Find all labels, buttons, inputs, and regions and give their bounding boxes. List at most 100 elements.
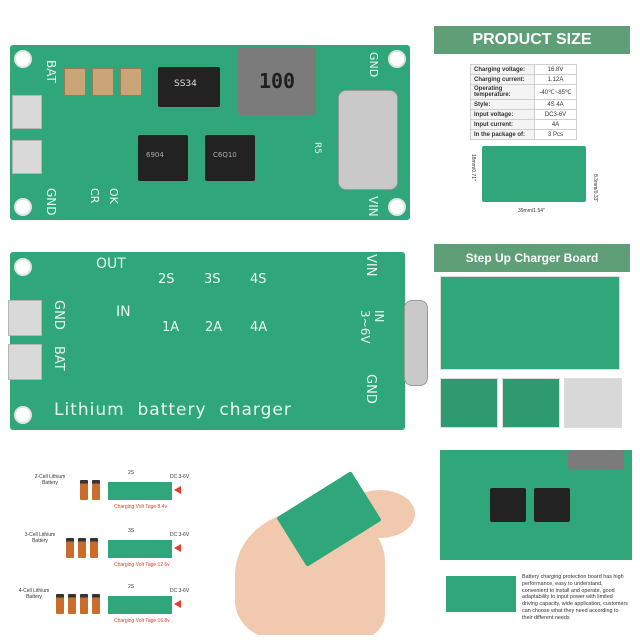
arrow-icon [174,544,181,552]
wiring-row: 4-Cell Lithium Battery 2S DC 3-6V Chargi… [10,574,210,624]
spec-key: Style: [470,99,535,110]
closeup-chip [534,488,570,522]
gnd-left-label: GND [51,300,66,330]
spec-value: -40℃~85℃ [534,84,577,100]
bat-label: BAT [44,60,58,83]
spec-row: Input voltage:DC3-6V [470,109,577,120]
ic-marking: 6904 [146,151,164,159]
in-label: IN [116,304,131,320]
dim-height: 18mm/0.71" [470,154,476,181]
closeup-panel: Battery charging protection board has hi… [438,448,634,634]
voltage-label: Charging Volt Tage 8.4v [114,504,168,510]
wiring-row: 3-Cell Lithium Battery 3S DC 3-6V Chargi… [10,518,210,568]
bat-left-label: BAT [51,346,66,371]
dim-thickness: 8.3mm/0.33" [592,174,598,203]
top-board-photo: BAT GND SS34 100 6904 C6Q10 OK CR R5 VIN… [0,0,430,235]
arrow-icon [174,486,181,494]
battery-icon [68,594,76,614]
cell-label: 2-Cell Lithium Battery [34,474,66,486]
dc-label: DC 3-6V [170,474,190,480]
battery-icon [90,538,98,558]
bat-pad [8,344,42,380]
step-up-title: Step Up Charger Board [434,244,630,272]
wiring-board-image [108,482,172,500]
in-range-label: IN 3~6V [358,310,386,344]
battery-icon [56,594,64,614]
closeup-chip [490,488,526,522]
spec-row: Charging current:1.12A [470,74,577,85]
vin-label: VIN [366,196,380,217]
mode-label: 2S [128,584,135,590]
inductor-marking: 100 [258,69,296,93]
diode-chip: SS34 [158,67,220,107]
dc-label: DC 3-6V [170,532,190,538]
usb-c-port [404,300,428,386]
cell-label: 3-Cell Lithium Battery [24,532,56,544]
step-up-panel: Step Up Charger Board [432,242,632,438]
spec-value: 4S 4A [534,99,577,110]
battery-icon [80,594,88,614]
mount-hole [14,198,32,216]
spec-key: Operating temperature: [470,84,535,100]
closeup-small-board [446,576,516,612]
1a-label: 1A [162,320,180,335]
capacitor [64,68,86,96]
3s-label: 3S [204,272,221,287]
spec-row: Style:4S 4A [470,99,577,110]
ic-marking: C6Q10 [213,151,237,159]
mount-hole [14,258,32,276]
spec-row: In the package of:3 Pcs [470,129,577,140]
vin-label: VIN [363,254,378,277]
bottom-pcb [10,252,405,430]
thumb-usb [564,378,622,428]
ic-chip-left: 6904 [138,135,188,181]
dim-width: 39mm/1.54" [518,208,545,214]
battery-icon [80,480,88,500]
spec-value: 3 Pcs [534,129,577,140]
product-size-title: PRODUCT SIZE [434,26,630,54]
mode-label: 2S [128,470,135,476]
out-label: OUT [96,256,126,272]
spec-key: Input voltage: [470,109,535,120]
4a-label: 4A [250,320,268,335]
spec-value: 4A [534,119,577,130]
battery-icon [78,538,86,558]
inductor: 100 [238,47,316,115]
wiring-diagram-panel: 2-Cell Lithium Battery 2S DC 3-6V Chargi… [10,450,210,630]
closeup-inductor [568,450,624,470]
step-up-main-image [440,276,620,370]
voltage-label: Charging Volt Tage 12.6v [114,562,170,568]
gnd-right-label: GND [367,52,380,78]
board-caption: Lithium battery charger [54,400,292,420]
cr-label: CR [88,188,101,204]
battery-icon [92,594,100,614]
mode-label: 3S [128,528,135,534]
wiring-board-image [108,596,172,614]
battery-icon [66,538,74,558]
spec-row: Input current:4A [470,119,577,130]
ok-label: OK [107,188,120,204]
ic-chip-right: C6Q10 [205,135,255,181]
spec-value: DC3-6V [534,109,577,120]
hand-photo-panel [215,450,433,635]
bottom-board-photo: OUT IN 2S 3S 4S 1A 2A 4A GND BAT VIN IN … [0,240,430,445]
size-board-image [482,146,586,202]
thumb-jumpers [502,378,560,428]
mount-hole [388,198,406,216]
gnd-pad [8,300,42,336]
spec-value: 16.8V [534,64,577,75]
4s-label: 4S [250,272,267,287]
gnd-right-label: GND [363,374,378,404]
spec-key: Charging voltage: [470,64,535,75]
capacitor [92,68,114,96]
usb-c-port [338,90,398,190]
bat-pad [12,95,42,129]
mount-hole [388,50,406,68]
wiring-board-image [108,540,172,558]
r5-label: R5 [312,142,322,154]
capacitor [120,68,142,96]
description-text: Battery charging protection board has hi… [522,574,628,621]
spec-key: Charging current: [470,74,535,85]
